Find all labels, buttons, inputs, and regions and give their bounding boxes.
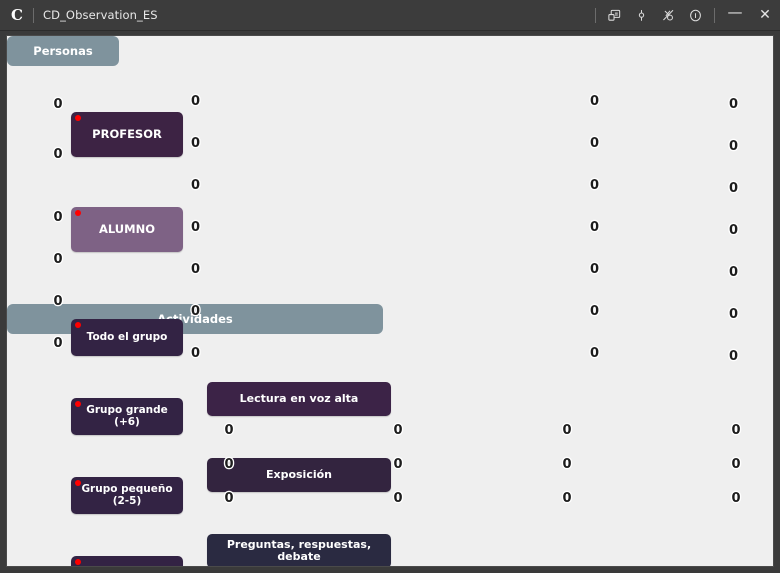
hide-icon[interactable]: [655, 0, 682, 30]
window-title: CD_Observation_ES: [43, 8, 158, 22]
asignaturas-count-2-1: 0: [561, 455, 573, 473]
personas-button-5[interactable]: Un alumno: [71, 556, 183, 566]
title-bar: C CD_Observation_ES: [0, 0, 780, 31]
actividades-left-button-2[interactable]: Preguntas, respuestas, debate: [207, 534, 391, 566]
personas-count-3: 0: [52, 251, 64, 269]
asignaturas-count-2-0: 0: [561, 421, 573, 439]
active-dot-icon: [75, 210, 81, 216]
actividades-right-count-0: 0: [589, 92, 601, 110]
active-dot-icon: [75, 322, 81, 328]
actividades-left-count-2: 0: [190, 176, 202, 194]
button-label: Lectura en voz alta: [239, 392, 359, 406]
asignaturas-count-1-1: 0: [392, 455, 404, 473]
info-icon[interactable]: [682, 0, 709, 30]
personas-button-2[interactable]: Todo el grupo: [71, 319, 183, 356]
restore-window-icon[interactable]: [601, 0, 628, 30]
personas-button-3[interactable]: Grupo grande (+6): [71, 398, 183, 435]
button-label: ALUMNO: [98, 222, 155, 237]
actividades-left-count-0: 0: [190, 92, 202, 110]
button-label: PROFESOR: [92, 127, 162, 142]
materiales-count-5: 0: [728, 305, 740, 323]
materiales-count-6: 0: [728, 347, 740, 365]
active-dot-icon: [75, 559, 81, 565]
actividades-left-count-1: 0: [190, 134, 202, 152]
actividades-left-button-1[interactable]: Exposición: [207, 458, 391, 492]
asignaturas-count-0-1: 0: [223, 455, 235, 473]
actividades-right-count-3: 0: [589, 218, 601, 236]
titlebar-divider: [33, 7, 34, 23]
materiales-count-3: 0: [728, 221, 740, 239]
actividades-left-count-5: 0: [190, 302, 202, 320]
materiales-count-4: 0: [728, 263, 740, 281]
asignaturas-count-1-2: 0: [392, 489, 404, 507]
actividades-right-count-6: 0: [589, 344, 601, 362]
button-label: Grupo grande (+6): [86, 404, 168, 428]
actividades-right-count-4: 0: [589, 260, 601, 278]
titlebar-divider-2: [595, 7, 596, 23]
app-logo-icon: C: [11, 6, 23, 24]
asignaturas-count-3-0: 0: [730, 421, 742, 439]
personas-button-1[interactable]: ALUMNO: [71, 207, 183, 252]
actividades-left-count-4: 0: [190, 260, 202, 278]
actividades-right-count-1: 0: [589, 134, 601, 152]
actividades-left-count-6: 0: [190, 344, 202, 362]
personas-count-5: 0: [52, 335, 64, 353]
actividades-right-count-5: 0: [589, 302, 601, 320]
personas-button-4[interactable]: Grupo pequeño (2-5): [71, 477, 183, 514]
active-dot-icon: [75, 401, 81, 407]
close-button[interactable]: ✕: [759, 7, 771, 23]
personas-button-0[interactable]: PROFESOR: [71, 112, 183, 157]
materiales-count-1: 0: [728, 137, 740, 155]
actividades-right-count-2: 0: [589, 176, 601, 194]
asignaturas-count-0-2: 0: [223, 489, 235, 507]
materiales-count-0: 0: [728, 95, 740, 113]
asignaturas-count-0-0: 0: [223, 421, 235, 439]
asignaturas-count-2-2: 0: [561, 489, 573, 507]
button-label: Preguntas, respuestas, debate: [226, 538, 372, 563]
asignaturas-count-3-2: 0: [730, 489, 742, 507]
personas-count-2: 0: [52, 209, 64, 227]
personas-count-4: 0: [52, 293, 64, 311]
asignaturas-count-1-0: 0: [392, 421, 404, 439]
actividades-header: Actividades: [7, 304, 383, 334]
active-dot-icon: [75, 115, 81, 121]
actividades-left-count-3: 0: [190, 218, 202, 236]
titlebar-actions: — ✕: [590, 0, 780, 33]
materiales-count-2: 0: [728, 179, 740, 197]
titlebar-divider-3: [714, 7, 715, 23]
minimize-button[interactable]: —: [727, 3, 743, 21]
personas-count-1: 0: [52, 146, 64, 164]
personas-header: Personas: [7, 36, 119, 66]
button-label: Todo el grupo: [86, 330, 168, 343]
asignaturas-count-3-1: 0: [730, 455, 742, 473]
active-dot-icon: [75, 480, 81, 486]
button-label: Exposición: [265, 468, 333, 482]
actividades-left-button-0[interactable]: Lectura en voz alta: [207, 382, 391, 416]
personas-count-0: 0: [52, 96, 64, 114]
pin-icon[interactable]: [628, 0, 655, 30]
button-label: Grupo pequeño (2-5): [81, 483, 173, 507]
